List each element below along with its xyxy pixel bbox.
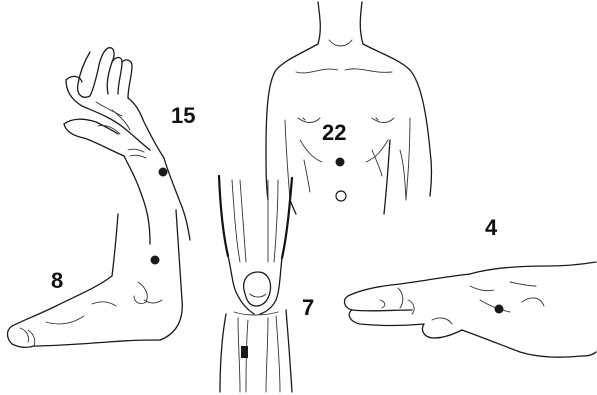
- acupoint-open-marker: [336, 191, 346, 201]
- acupoint-marker: [159, 168, 168, 177]
- point-number-label: 8: [51, 270, 63, 292]
- foot-figure: [8, 210, 183, 347]
- hand-figure: [345, 262, 596, 357]
- acupoint-marker: [151, 256, 160, 265]
- raised-hand-figure: [64, 48, 190, 244]
- point-number-label: 7: [302, 297, 314, 319]
- knee-figure: [219, 176, 292, 392]
- point-number-label: 15: [171, 105, 195, 127]
- point-number-label: 22: [322, 122, 346, 144]
- point-number-label: 4: [485, 217, 497, 239]
- acupoint-marker: [336, 158, 345, 167]
- acupoint-marker: [241, 346, 248, 358]
- acupoint-marker: [495, 305, 504, 314]
